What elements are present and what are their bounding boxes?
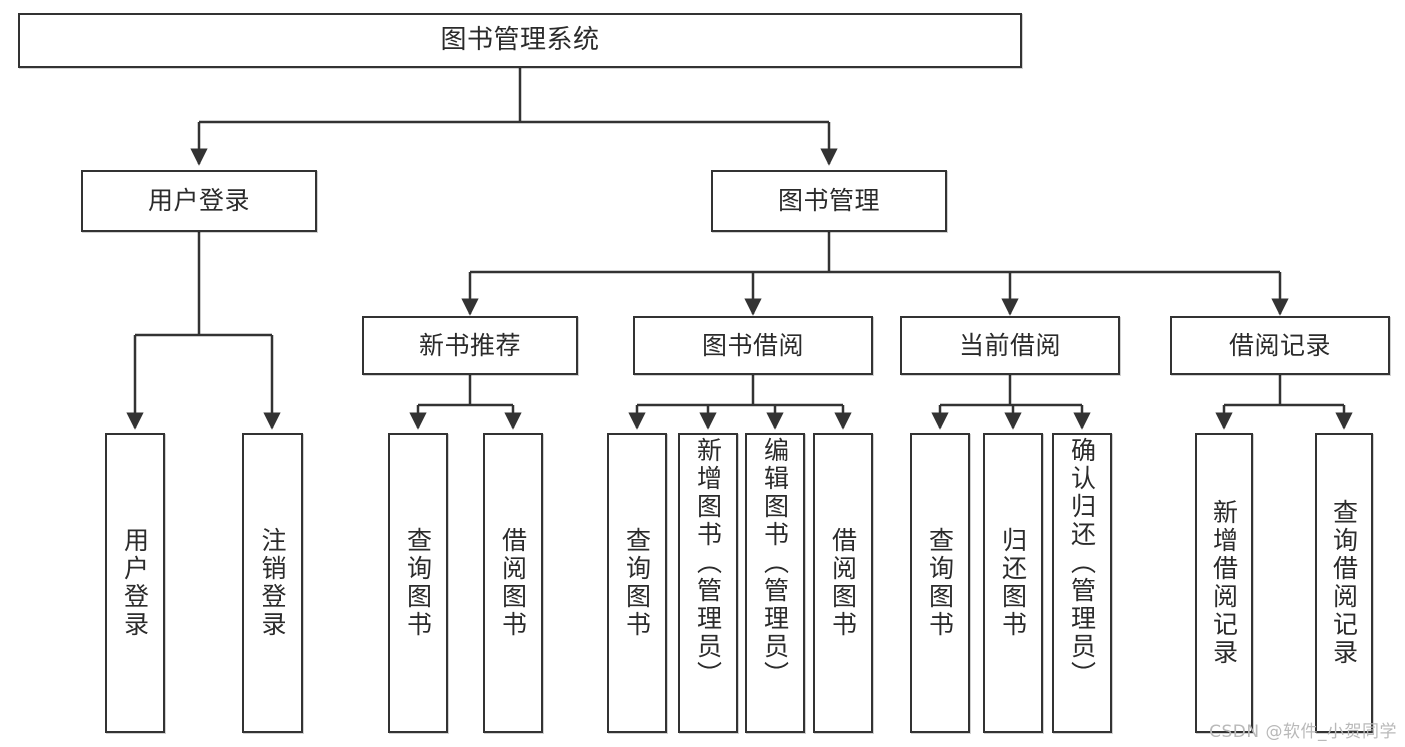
leaf-user-login-1[interactable]: 用户登录	[105, 433, 165, 733]
node-root-label: 图书管理系统	[440, 25, 600, 56]
watermark: CSDN @软件_小贺同学	[1209, 722, 1397, 742]
leaf-book-borrow-4-label: 借阅图书	[828, 527, 858, 639]
leaf-borrow-record-2[interactable]: 查询借阅记录	[1315, 433, 1373, 733]
leaf-new-book-1[interactable]: 查询图书	[388, 433, 448, 733]
leaf-new-book-2-label: 借阅图书	[498, 527, 528, 639]
node-book-borrow[interactable]: 图书借阅	[633, 316, 873, 375]
node-book-manage[interactable]: 图书管理	[711, 170, 947, 232]
node-user-login[interactable]: 用户登录	[81, 170, 317, 232]
leaf-book-borrow-1-label: 查询图书	[622, 527, 652, 639]
leaf-current-borrow-1[interactable]: 查询图书	[910, 433, 970, 733]
leaf-user-login-2-label: 注销登录	[258, 527, 287, 639]
leaf-new-book-1-label: 查询图书	[403, 527, 433, 639]
leaf-book-borrow-4[interactable]: 借阅图书	[813, 433, 873, 733]
leaf-current-borrow-2[interactable]: 归还图书	[983, 433, 1043, 733]
leaf-current-borrow-3-label: 确认归还（管理员）	[1067, 437, 1097, 689]
leaf-book-borrow-2-label: 新增图书（管理员）	[693, 437, 723, 689]
node-new-book-recommend-label: 新书推荐	[418, 330, 521, 360]
node-book-borrow-label: 图书借阅	[701, 330, 804, 360]
node-current-borrow-label: 当前借阅	[958, 330, 1061, 360]
leaf-book-borrow-1[interactable]: 查询图书	[607, 433, 667, 733]
node-root[interactable]: 图书管理系统	[18, 13, 1022, 68]
leaf-user-login-1-label: 用户登录	[120, 527, 150, 639]
leaf-current-borrow-2-label: 归还图书	[998, 527, 1028, 639]
node-user-login-label: 用户登录	[147, 186, 250, 216]
leaf-current-borrow-1-label: 查询图书	[925, 527, 955, 639]
leaf-borrow-record-1-label: 新增借阅记录	[1209, 499, 1239, 667]
leaf-book-borrow-3-label: 编辑图书（管理员）	[760, 437, 790, 689]
node-new-book-recommend[interactable]: 新书推荐	[362, 316, 578, 375]
leaf-borrow-record-1[interactable]: 新增借阅记录	[1195, 433, 1253, 733]
leaf-borrow-record-2-label: 查询借阅记录	[1329, 499, 1359, 667]
leaf-book-borrow-3[interactable]: 编辑图书（管理员）	[745, 433, 805, 733]
node-borrow-record[interactable]: 借阅记录	[1170, 316, 1390, 375]
leaf-user-login-2[interactable]: 注销登录	[242, 433, 303, 733]
node-current-borrow[interactable]: 当前借阅	[900, 316, 1120, 375]
leaf-book-borrow-2[interactable]: 新增图书（管理员）	[678, 433, 738, 733]
node-book-manage-label: 图书管理	[777, 186, 880, 216]
leaf-new-book-2[interactable]: 借阅图书	[483, 433, 543, 733]
node-borrow-record-label: 借阅记录	[1228, 330, 1331, 360]
leaf-current-borrow-3[interactable]: 确认归还（管理员）	[1052, 433, 1112, 733]
